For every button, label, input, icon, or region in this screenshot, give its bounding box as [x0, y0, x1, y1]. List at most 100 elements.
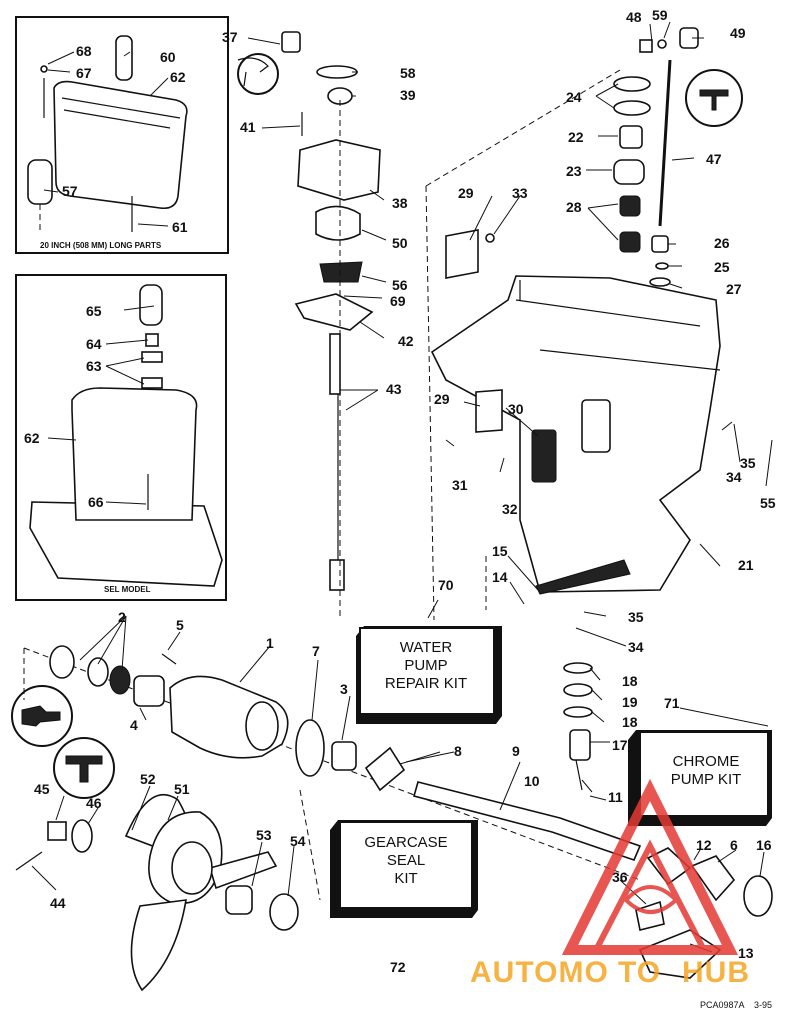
callout-35b: 35 — [628, 609, 644, 625]
watermark-text-3: HUB — [682, 956, 750, 989]
callout-17: 17 — [612, 737, 628, 753]
inset-sel-model — [15, 274, 227, 601]
callout-64: 64 — [86, 336, 102, 352]
callout-10: 10 — [524, 773, 540, 789]
callout-46: 46 — [86, 795, 102, 811]
inset-long-parts — [15, 16, 229, 254]
callout-48: 48 — [626, 9, 642, 25]
callout-21: 21 — [738, 557, 754, 573]
callout-28: 28 — [566, 199, 582, 215]
callout-9: 9 — [512, 743, 520, 759]
watermark-logo — [561, 778, 739, 955]
callout-42: 42 — [398, 333, 414, 349]
callout-2: 2 — [118, 609, 126, 625]
callout-26: 26 — [714, 235, 730, 251]
callout-4: 4 — [130, 717, 138, 733]
callout-60: 60 — [160, 49, 176, 65]
inset-bottom-caption: SEL MODEL — [104, 585, 151, 594]
callout-35: 35 — [740, 455, 756, 471]
callout-55: 55 — [760, 495, 776, 511]
callout-61: 61 — [172, 219, 188, 235]
callout-31: 31 — [452, 477, 468, 493]
callout-58: 58 — [400, 65, 416, 81]
callout-37: 37 — [222, 29, 238, 45]
inset-top-caption: 20 INCH (508 MM) LONG PARTS — [40, 241, 162, 250]
kit-chrome-line2: PUMP KIT — [671, 771, 742, 788]
callout-53: 53 — [256, 827, 272, 843]
callout-34b: 34 — [628, 639, 644, 655]
kit-chrome-line1: CHROME — [673, 753, 740, 770]
callout-44: 44 — [50, 895, 66, 911]
callout-52: 52 — [140, 771, 156, 787]
kit-seal-line2: SEAL — [387, 852, 425, 869]
callout-36: 36 — [612, 869, 628, 885]
shift-rod-and-bearings — [613, 27, 743, 287]
callout-71: 71 — [664, 695, 680, 711]
callout-57: 57 — [62, 183, 78, 199]
callout-67: 67 — [76, 65, 92, 81]
callout-6: 6 — [730, 837, 738, 853]
kit-water-line3: REPAIR KIT — [385, 675, 467, 692]
callout-3: 3 — [340, 681, 348, 697]
callout-50: 50 — [392, 235, 408, 251]
watermark-text-1: AUTOMO — [470, 956, 609, 989]
callout-13: 13 — [738, 945, 754, 961]
callout-62-sel: 62 — [24, 430, 40, 446]
callout-25: 25 — [714, 259, 730, 275]
callout-12: 12 — [696, 837, 712, 853]
callout-49: 49 — [730, 25, 746, 41]
gearcase-seal-kit: GEARCASE SEAL KIT — [330, 820, 478, 918]
callout-18: 18 — [622, 673, 638, 689]
water-pump-stack — [237, 31, 381, 620]
callout-66: 66 — [88, 494, 104, 510]
callout-7: 7 — [312, 643, 320, 659]
callout-45: 45 — [34, 781, 50, 797]
propeller-assembly — [15, 794, 299, 992]
footer-date: 3-95 — [754, 1000, 772, 1010]
callout-41: 41 — [240, 119, 256, 135]
callout-30: 30 — [508, 401, 524, 417]
kit-seal-line1: GEARCASE — [364, 834, 447, 851]
callout-18b: 18 — [622, 714, 638, 730]
callout-29: 29 — [458, 185, 474, 201]
kit-water-line1: WATER — [400, 639, 453, 656]
kit-seal-line3: KIT — [394, 870, 417, 887]
callout-51: 51 — [174, 781, 190, 797]
water-pump-repair-kit: WATER PUMP REPAIR KIT — [356, 626, 502, 724]
page-number: 72 — [390, 959, 406, 975]
callout-54: 54 — [290, 833, 306, 849]
callout-24: 24 — [566, 89, 582, 105]
callout-70: 70 — [438, 577, 454, 593]
kit-water-line2: PUMP — [404, 657, 447, 674]
callout-16: 16 — [756, 837, 772, 853]
footer-code: PCA0987A — [700, 1000, 745, 1010]
callout-59: 59 — [652, 7, 668, 23]
callout-19: 19 — [622, 694, 638, 710]
callout-39: 39 — [400, 87, 416, 103]
callout-43: 43 — [386, 381, 402, 397]
callout-47: 47 — [706, 151, 722, 167]
callout-38: 38 — [392, 195, 408, 211]
gearcase-housing — [425, 69, 721, 621]
callout-32: 32 — [502, 501, 518, 517]
callout-62: 62 — [170, 69, 186, 85]
callout-5: 5 — [176, 617, 184, 633]
callout-56: 56 — [392, 277, 408, 293]
callouts: 68 67 60 62 57 61 65 64 63 62 66 37 58 3… — [24, 7, 776, 961]
callout-27: 27 — [726, 281, 742, 297]
callout-33: 33 — [512, 185, 528, 201]
callout-68: 68 — [76, 43, 92, 59]
callout-65: 65 — [86, 303, 102, 319]
callout-15: 15 — [492, 543, 508, 559]
callout-29b: 29 — [434, 391, 450, 407]
callout-14: 14 — [492, 569, 508, 585]
callout-69: 69 — [390, 293, 406, 309]
watermark-text-2: TO — [618, 956, 661, 989]
chrome-pump-kit: CHROME PUMP KIT — [628, 730, 772, 826]
callout-11: 11 — [608, 789, 623, 805]
callout-23: 23 — [566, 163, 582, 179]
leader-lines — [31, 21, 773, 953]
callout-63: 63 — [86, 358, 102, 374]
callout-1: 1 — [266, 635, 274, 651]
callout-8: 8 — [454, 743, 462, 759]
